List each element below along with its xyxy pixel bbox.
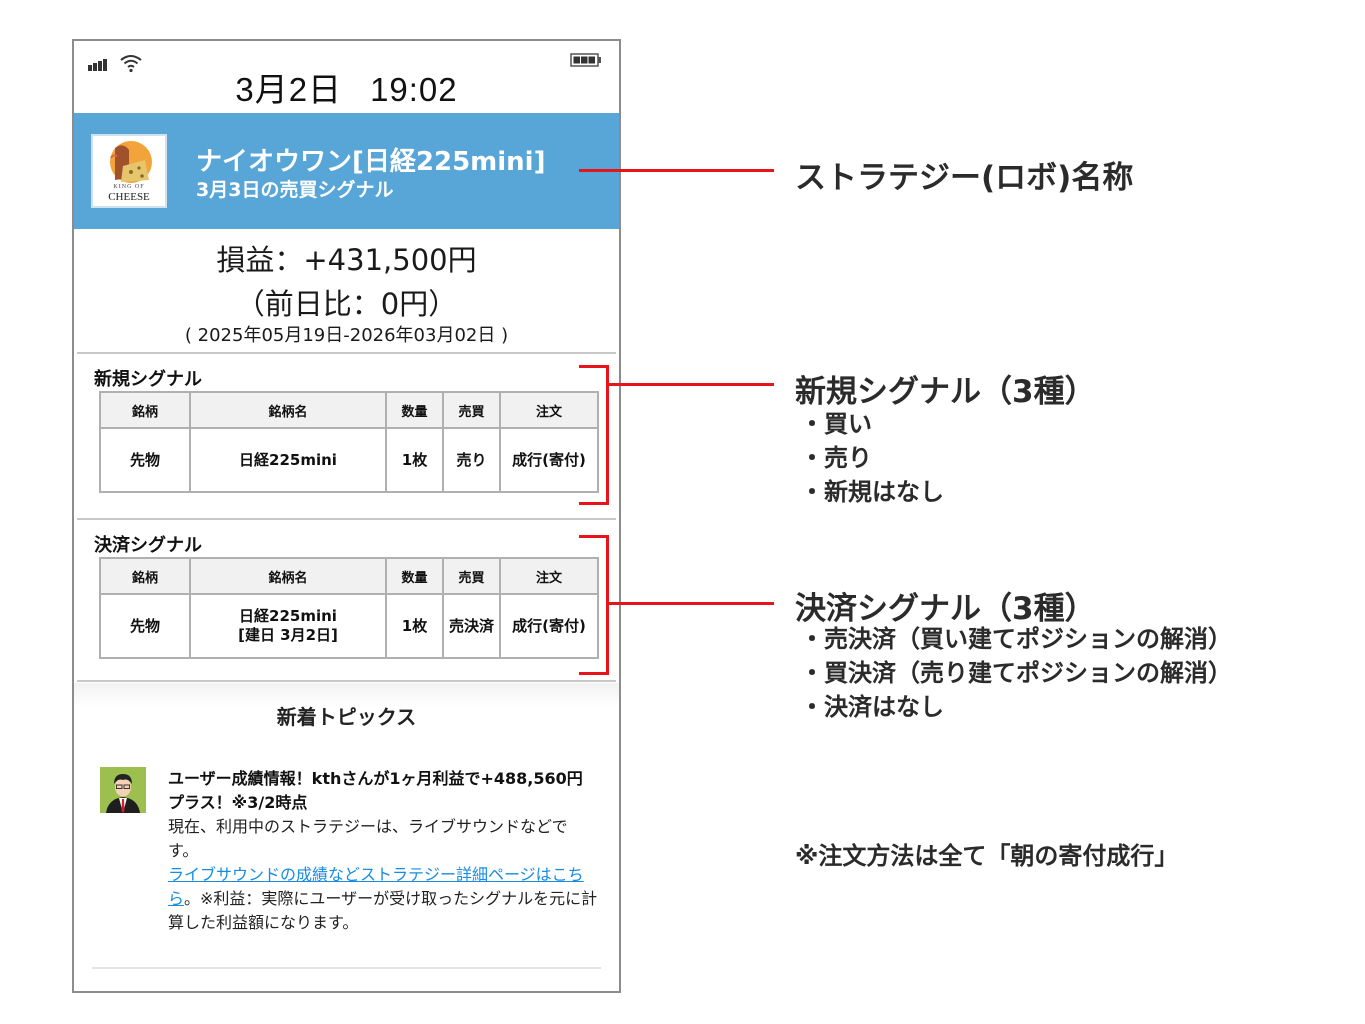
annotation-settle-signal-list: ・売決済（買い建てポジションの解消） ・買決済（売り建てポジションの解消） ・決… <box>800 622 1232 724</box>
annotation-item: ・新規はなし <box>800 478 944 506</box>
annotation-strategy-label: ストラテジー(ロボ)名称 <box>795 160 1134 196</box>
bracket-vertical <box>606 535 609 675</box>
topics-shade <box>74 683 619 707</box>
divider <box>77 352 616 354</box>
table-header-row: 銘柄 銘柄名 数量 売買 注文 <box>99 557 599 595</box>
annotation-item: ・買決済（売り建てポジションの解消） <box>800 659 1232 687</box>
annotation-settle-signal-title: 決済シグナル（3種） <box>795 591 1096 627</box>
annotation-new-signal-title: 新規シグナル（3種） <box>795 374 1096 410</box>
col-header-symbol: 銘柄 <box>99 557 191 595</box>
new-signal-table: 銘柄 銘柄名 数量 売買 注文 先物 日経225mini 1枚 売り 成行(寄付… <box>99 391 599 493</box>
cheese-logo-icon <box>110 141 152 183</box>
pnl-day-diff: （前日比：0円） <box>235 287 458 321</box>
table-row: 先物 日経225mini [建日 3月2日] 1枚 売決済 成行(寄付) <box>99 593 599 659</box>
strategy-header[interactable]: KING OF CHEESE ナイオウワン[日経225mini] 3月3日の売買… <box>74 113 619 229</box>
new-signal-title: 新規シグナル <box>94 369 202 390</box>
status-bar: 3月2日 19:02 <box>74 41 619 113</box>
cell-symbol: 先物 <box>99 427 191 493</box>
annotation-line-new-signal <box>606 383 774 386</box>
strategy-subtitle: 3月3日の売買シグナル <box>196 179 394 201</box>
bracket-bottom <box>579 502 609 505</box>
topic-note: 。※利益：実際にユーザーが受け取ったシグナルを元に計算した利益額になります。 <box>168 889 598 932</box>
annotation-line-settle-signal <box>606 602 774 605</box>
annotation-new-signal-list: ・買い ・売り ・新規はなし <box>800 407 944 509</box>
logo-text-king: KING OF <box>113 184 145 190</box>
settle-signal-title: 決済シグナル <box>94 535 202 556</box>
logo-text-cheese: CHEESE <box>108 191 150 203</box>
cell-qty: 1枚 <box>385 427 444 493</box>
col-header-name: 銘柄名 <box>189 557 387 595</box>
cell-side: 売り <box>442 427 501 493</box>
phone-screen: 3月2日 19:02 KING OF CHEESE ナイオウワン[日経225min… <box>72 39 621 993</box>
battery-icon <box>570 53 601 67</box>
cell-name: 日経225mini <box>189 427 387 493</box>
annotation-item: ・売り <box>800 444 872 472</box>
pnl-date-range: ( 2025年05月19日-2026年03月02日 ) <box>184 325 509 346</box>
col-header-qty: 数量 <box>385 557 444 595</box>
topic-body-text: 現在、利用中のストラテジーは、ライブサウンドなどです。 <box>168 817 568 860</box>
strategy-detail-link[interactable]: ライブサウンドの成績などストラテジー詳細ページはこちら <box>168 865 584 908</box>
status-date: 3月2日 <box>235 71 343 108</box>
signal-icon <box>88 59 107 71</box>
topic-item: ユーザー成績情報！kthさんが1ヶ月利益で+488,560円プラス！※3/2時点… <box>168 767 598 935</box>
topics-title: 新着トピックス <box>276 705 417 729</box>
cell-order: 成行(寄付) <box>499 427 599 493</box>
col-header-order: 注文 <box>499 391 599 429</box>
divider <box>77 518 616 520</box>
bracket-vertical <box>606 365 609 505</box>
bracket-bottom <box>579 672 609 675</box>
col-header-name: 銘柄名 <box>189 391 387 429</box>
cell-symbol: 先物 <box>99 593 191 659</box>
settle-signal-table: 銘柄 銘柄名 数量 売買 注文 先物 日経225mini [建日 3月2日] 1… <box>99 557 599 659</box>
table-row: 先物 日経225mini 1枚 売り 成行(寄付) <box>99 427 599 493</box>
topic-headline: ユーザー成績情報！kthさんが1ヶ月利益で+488,560円プラス！※3/2時点 <box>168 769 583 812</box>
cell-name-main: 日経225mini <box>239 607 337 625</box>
col-header-symbol: 銘柄 <box>99 391 191 429</box>
cell-name-open-date: [建日 3月2日] <box>238 626 338 644</box>
col-header-qty: 数量 <box>385 391 444 429</box>
cell-qty: 1枚 <box>385 593 444 659</box>
annotation-order-note: ※注文方法は全て「朝の寄付成行」 <box>795 842 1179 870</box>
cell-side: 売決済 <box>442 593 501 659</box>
table-header-row: 銘柄 銘柄名 数量 売買 注文 <box>99 391 599 429</box>
annotation-item: ・買い <box>800 410 872 438</box>
annotation-item: ・決済はなし <box>800 693 944 721</box>
col-header-side: 売買 <box>442 557 501 595</box>
col-header-side: 売買 <box>442 391 501 429</box>
divider <box>92 967 601 969</box>
strategy-name: ナイオウワン[日経225mini] <box>196 147 546 177</box>
bracket-top <box>579 535 609 538</box>
annotation-line-strategy <box>579 169 774 172</box>
user-avatar <box>100 767 146 813</box>
bracket-top <box>579 365 609 368</box>
wifi-icon <box>120 55 142 73</box>
pnl-total: 損益：+431,500円 <box>216 243 477 277</box>
annotation-item: ・売決済（買い建てポジションの解消） <box>800 625 1232 653</box>
col-header-order: 注文 <box>499 557 599 595</box>
strategy-logo: KING OF CHEESE <box>91 134 167 208</box>
topic-footer: ライブサウンドの成績などストラテジー詳細ページはこちら。※利益：実際にユーザーが… <box>168 863 598 935</box>
businessman-avatar-icon <box>100 767 146 813</box>
status-clock: 3月2日 19:02 <box>74 63 619 111</box>
divider <box>77 680 616 682</box>
cell-name: 日経225mini [建日 3月2日] <box>189 593 387 659</box>
status-time: 19:02 <box>370 71 458 108</box>
cell-order: 成行(寄付) <box>499 593 599 659</box>
